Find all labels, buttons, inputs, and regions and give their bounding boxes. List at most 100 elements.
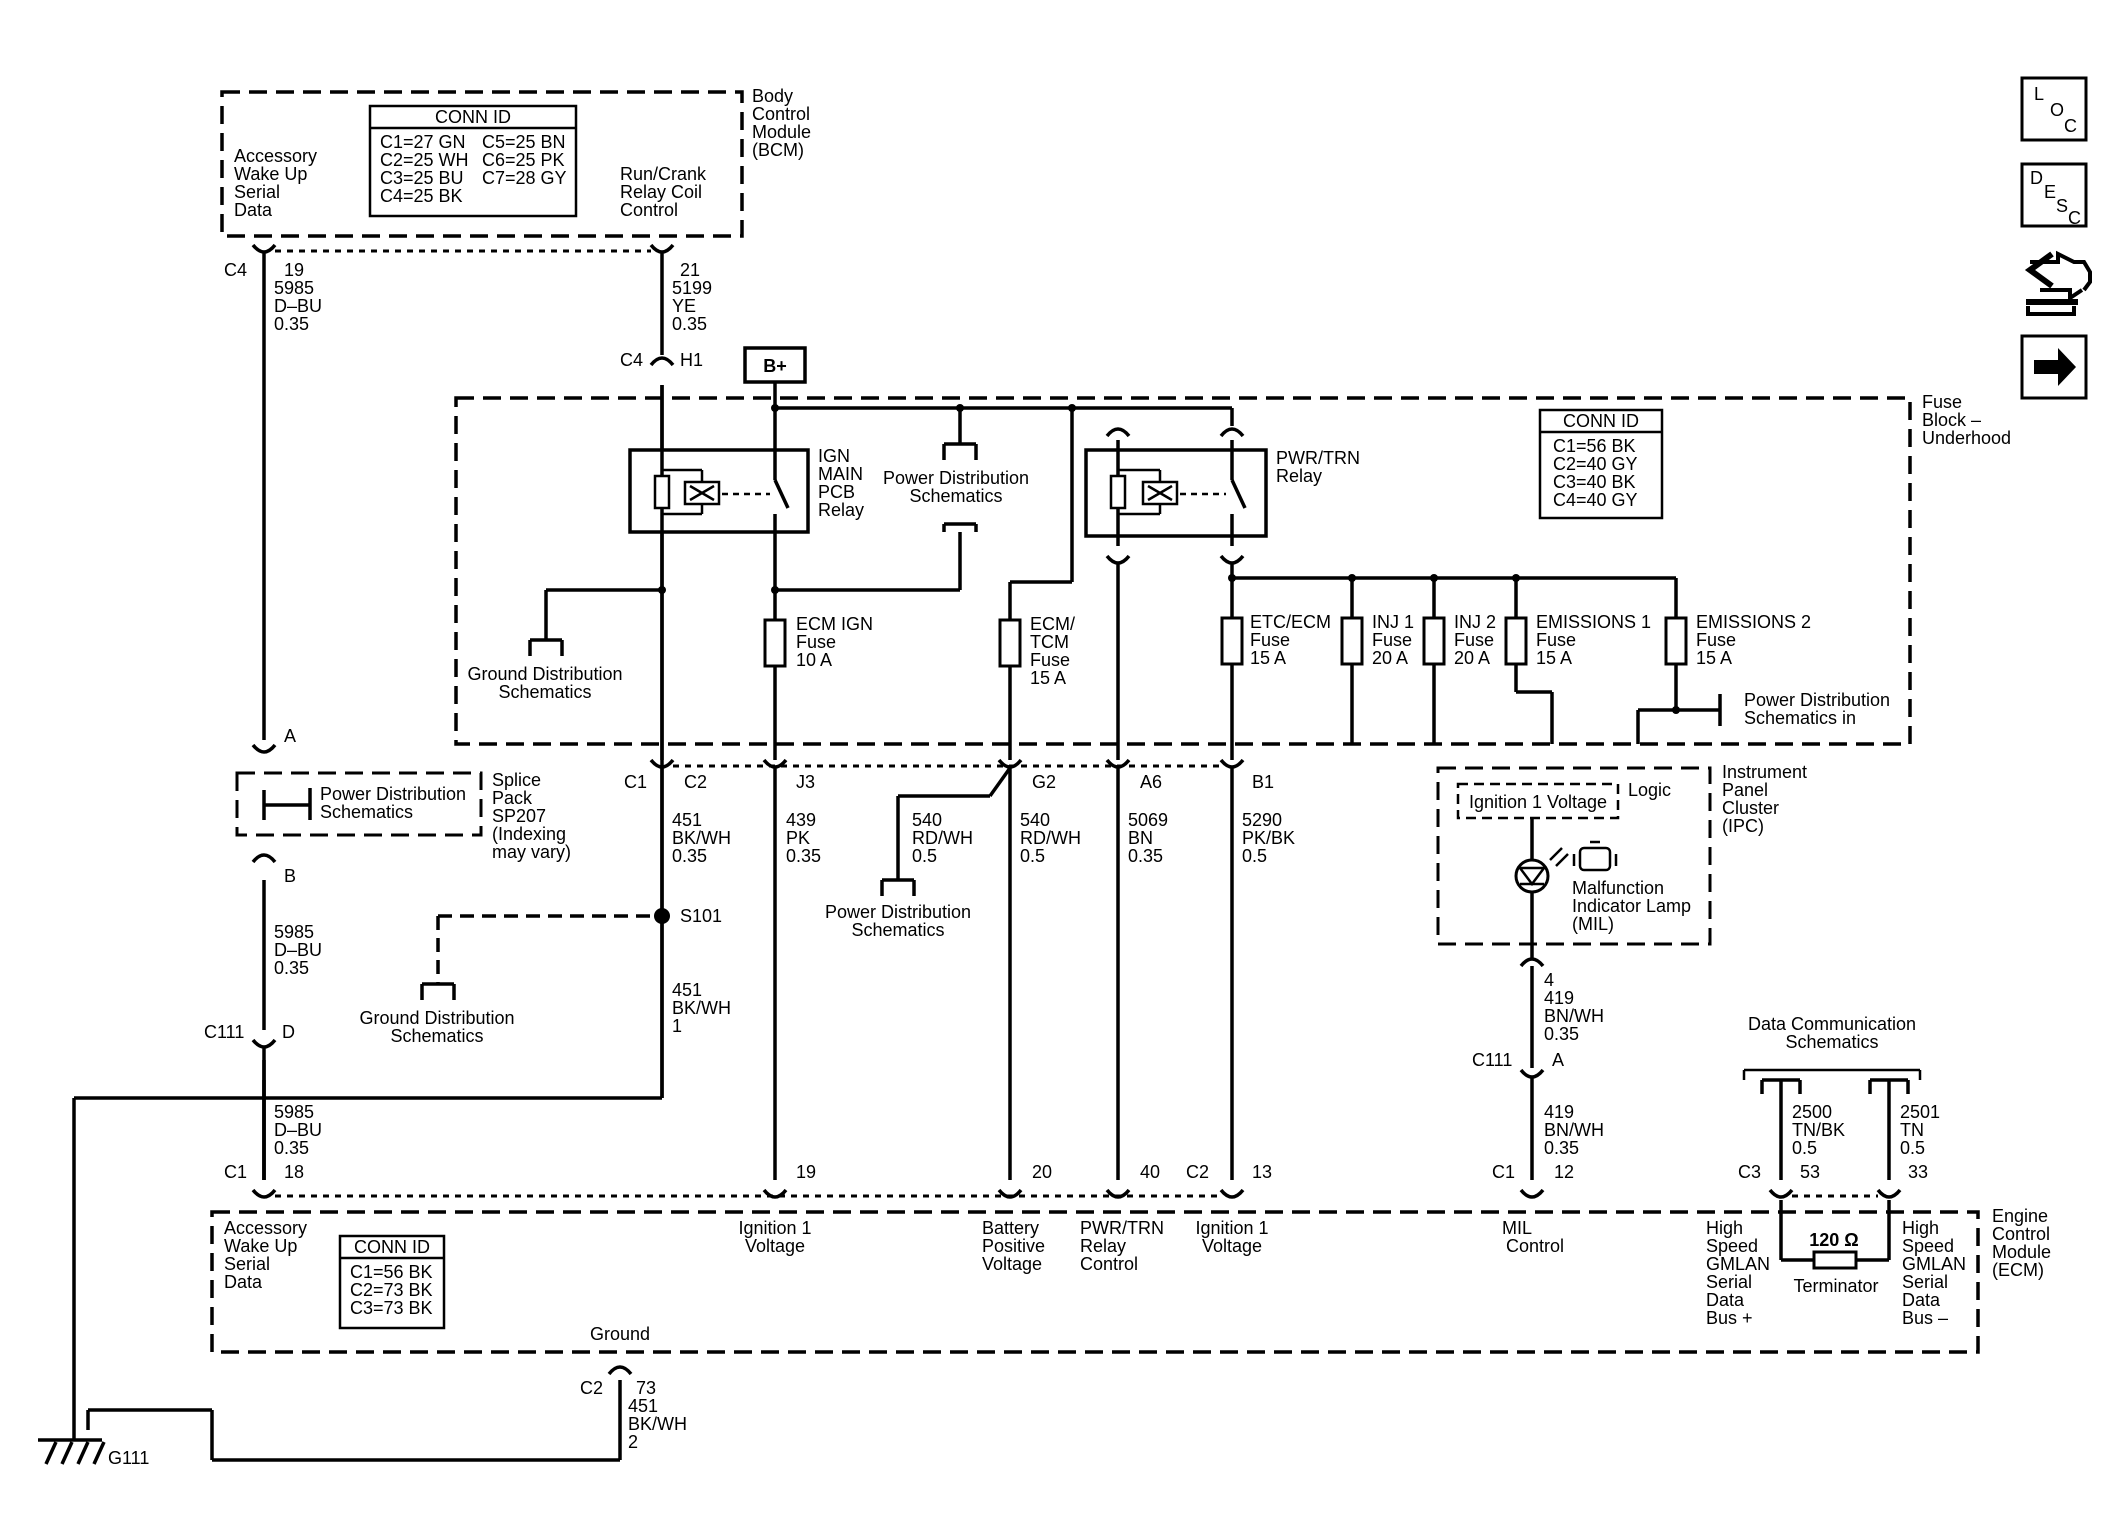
ground-g111-symbol <box>38 1438 106 1465</box>
data-comm-1: Data Communication <box>1748 1014 1916 1034</box>
ecm-conn-id-table: CONN ID C1=56 BK C2=73 BK C3=73 BK <box>338 1234 446 1330</box>
wire-419-top-pin: 4 <box>1544 970 1554 990</box>
ecm-pin-hsminus-2: Speed <box>1902 1236 1954 1256</box>
wire-5069-gauge: 0.35 <box>1128 846 1163 866</box>
data-comm-2: Schematics <box>1785 1032 1878 1052</box>
conn-c2-gnd: C2 <box>580 1378 603 1398</box>
splice-pd-1: Power Distribution <box>320 784 466 804</box>
wire-2501-circuit: 2501 <box>1900 1102 1940 1122</box>
nav-desc-button[interactable]: D E S C <box>2020 162 2088 228</box>
bcm-pin-run-1: Run/Crank <box>620 164 707 184</box>
next-page-button[interactable] <box>2020 334 2088 400</box>
ecm-conn-title: CONN ID <box>354 1237 430 1257</box>
bcm-name-1: Body <box>752 86 793 106</box>
nav-desc-d: D <box>2030 168 2043 188</box>
wire-451: 451 BK/WH 0.35 S101 451 BK/WH 1 <box>654 768 731 1098</box>
bcm-conn-c7: C7=28 GY <box>482 168 567 188</box>
mil-label-2: Indicator Lamp <box>1572 896 1691 916</box>
wire-451-mid-color: BK/WH <box>672 998 731 1018</box>
fuse-inj2: INJ 2 Fuse 20 A <box>1422 612 1496 744</box>
pin-33: 33 <box>1908 1162 1928 1182</box>
wire-5985-bot-color: D–BU <box>274 1120 322 1140</box>
fuse-emissions2: EMISSIONS 2 Fuse 15 A Power Distribution… <box>1636 612 1890 744</box>
wire-5290-color: PK/BK <box>1242 828 1295 848</box>
conn-c1-ecm: C1 <box>224 1162 247 1182</box>
ecm-pin-hsplus-6: Bus + <box>1706 1308 1753 1328</box>
fuse-inj2-1: INJ 2 <box>1454 612 1496 632</box>
wire-540b-color: RD/WH <box>1020 828 1081 848</box>
ecm-pin-pwrtrn-3: Control <box>1080 1254 1138 1274</box>
ecm-pin-hsminus-4: Serial <box>1902 1272 1948 1292</box>
ecm-name-4: (ECM) <box>1992 1260 2044 1280</box>
wire-419-bot-circuit: 419 <box>1544 1102 1574 1122</box>
ign-main-pcb-relay: IGN MAIN PCB Relay <box>628 385 864 760</box>
bcm-conn-c5: C5=25 BN <box>482 132 566 152</box>
wire-5199-gauge: 0.35 <box>672 314 707 334</box>
wire-540: 540 RD/WH 0.5 Power Distribution Schemat… <box>825 766 1081 1180</box>
fuse-block-conn-c4: C4=40 GY <box>1553 490 1638 510</box>
wire-451-gnd-pin: 73 <box>636 1378 656 1398</box>
pin-40: 40 <box>1140 1162 1160 1182</box>
wire-5985-top-circuit: 5985 <box>274 278 314 298</box>
wire-439: 439 PK 0.35 <box>773 768 821 1180</box>
ecm-pin-hsminus-3: GMLAN <box>1902 1254 1966 1274</box>
wire-5985-mid-color: D–BU <box>274 940 322 960</box>
ign-main-label-1: IGN <box>818 446 850 466</box>
wire-540a-gauge: 0.5 <box>912 846 937 866</box>
conn-a: A <box>284 726 296 746</box>
wire-419-bot-color: BN/WH <box>1544 1120 1604 1140</box>
connector-end-view-icon[interactable] <box>2024 250 2092 316</box>
conn-c2-ecm: C2 <box>1186 1162 1209 1182</box>
fuse-block-underhood: Fuse Block – Underhood CONN ID C1=56 BK … <box>454 392 2011 746</box>
wire-5985-top-gauge: 0.35 <box>274 314 309 334</box>
pwr-trn-label-2: Relay <box>1276 466 1322 486</box>
ecm-pin-ign1b-1: Ignition 1 <box>1195 1218 1268 1238</box>
bcm-pin-acc-2: Wake Up <box>234 164 307 184</box>
pwr-trn-label-1: PWR/TRN <box>1276 448 1360 468</box>
fuse-inj1: INJ 1 Fuse 20 A <box>1340 612 1414 744</box>
nav-loc-button[interactable]: L O C <box>2020 76 2088 142</box>
bcm-conn-title: CONN ID <box>435 107 511 127</box>
fuse-ecm-tcm-1: ECM/ <box>1030 614 1075 634</box>
bcm-conn-c1: C1=27 GN <box>380 132 466 152</box>
bcm-name-4: (BCM) <box>752 140 804 160</box>
ecm-pin-acc-4: Data <box>224 1272 263 1292</box>
wire-2501-gauge: 0.5 <box>1900 1138 1925 1158</box>
fuse-inj1-3: 20 A <box>1372 648 1408 668</box>
power-dist-ref-top: Power Distribution Schematics <box>771 408 1029 594</box>
ecm-pin-batt-1: Battery <box>982 1218 1039 1238</box>
b-plus-label: B+ <box>763 356 787 376</box>
wire-2500-circuit: 2500 <box>1792 1102 1832 1122</box>
fuse-ecm-ign-1: ECM IGN <box>796 614 873 634</box>
wire-5985-mid-circuit: 5985 <box>274 922 314 942</box>
bcm-conn-id-table: CONN ID C1=27 GN C2=25 WH C3=25 BU C4=25… <box>368 104 578 218</box>
fuse-emissions1-3: 15 A <box>1536 648 1572 668</box>
ground-dist-top-2: Schematics <box>498 682 591 702</box>
ecm-conn-c3: C3=73 BK <box>350 1298 433 1318</box>
ecm-pin-acc-2: Wake Up <box>224 1236 297 1256</box>
bcm-pin-acc-4: Data <box>234 200 273 220</box>
wire-540b-circuit: 540 <box>1020 810 1050 830</box>
ipc-name-1: Instrument <box>1722 762 1807 782</box>
wire-419-top-color: BN/WH <box>1544 1006 1604 1026</box>
bcm-conn-c4: C4=25 BK <box>380 186 463 206</box>
wire-451-mid-gauge: 1 <box>672 1016 682 1036</box>
ipc-name-4: (IPC) <box>1722 816 1764 836</box>
ecm-pin-hsplus-4: Serial <box>1706 1272 1752 1292</box>
wire-5985-bot-gauge: 0.35 <box>274 1138 309 1158</box>
power-dist-mid-2: Schematics <box>851 920 944 940</box>
wire-5199-pin: 21 <box>680 260 700 280</box>
power-dist-in-1: Power Distribution <box>1744 690 1890 710</box>
fuse-emissions2-2: Fuse <box>1696 630 1736 650</box>
ground-dist-top-1: Ground Distribution <box>467 664 622 684</box>
conn-c1-fb: C1 <box>624 772 647 792</box>
wire-5985-top-color: D–BU <box>274 296 322 316</box>
fuse-emissions1-2: Fuse <box>1536 630 1576 650</box>
fuse-etc-ecm-2: Fuse <box>1250 630 1290 650</box>
conn-c2-fb: C2 <box>684 772 707 792</box>
conn-g2: G2 <box>1032 772 1056 792</box>
ecm-pin-ign1a-2: Voltage <box>745 1236 805 1256</box>
wire-451-mid-circuit: 451 <box>672 980 702 1000</box>
ecm-name-2: Control <box>1992 1224 2050 1244</box>
wire-451-top-color: BK/WH <box>672 828 731 848</box>
